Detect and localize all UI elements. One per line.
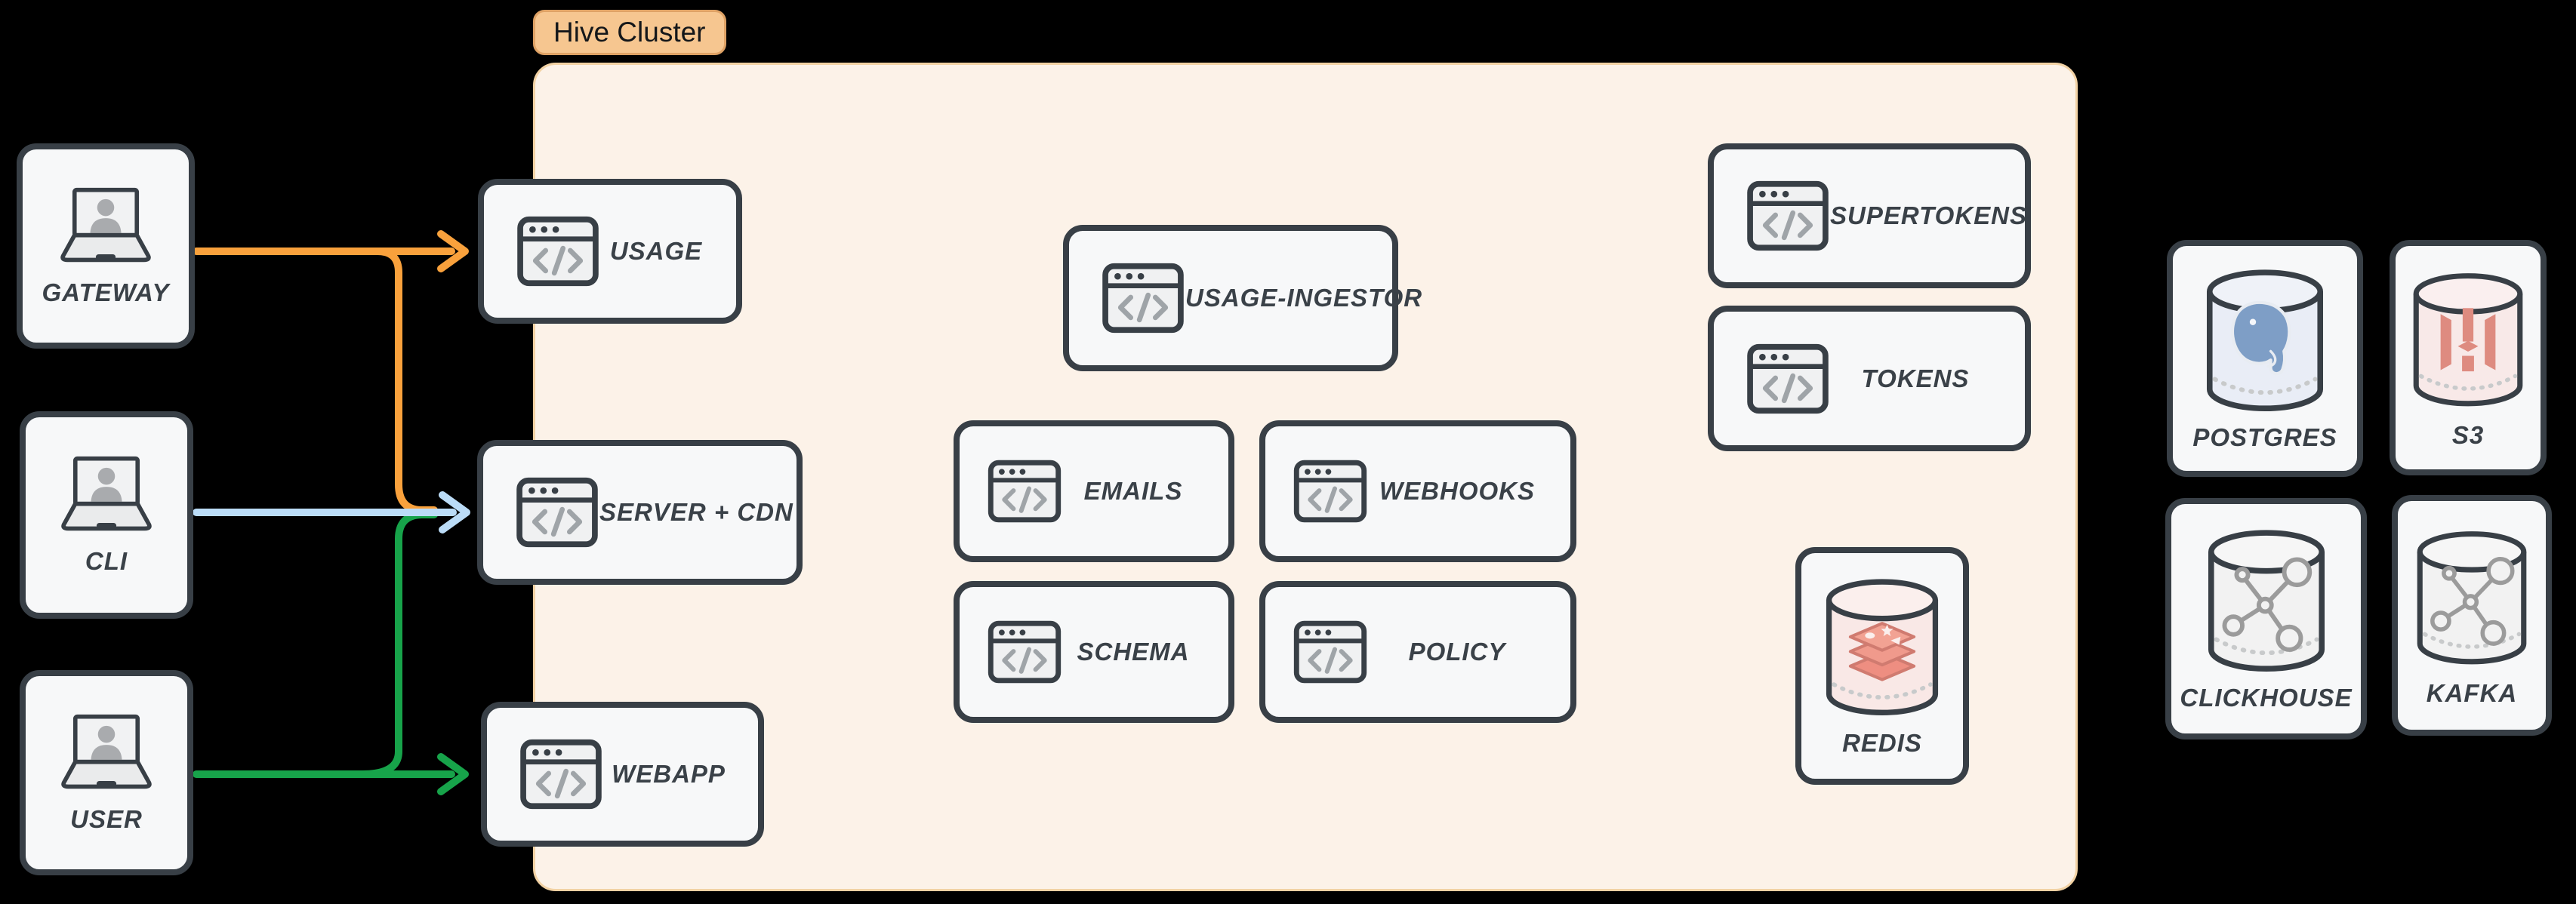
service-node-usage: USAGE <box>478 179 742 324</box>
service-node-supertokens: SUPERTOKENS <box>1708 143 2031 288</box>
edge-user-server-branch <box>359 511 438 778</box>
laptop-user-icon <box>61 714 152 789</box>
service-label-webapp: WEBAPP <box>612 760 726 788</box>
service-node-policy: POLICY <box>1259 581 1576 723</box>
s3-bucket-icon <box>2440 308 2496 372</box>
code-window-icon <box>517 216 599 287</box>
s3-db-icon <box>2413 273 2523 407</box>
client-card-user: USER <box>20 670 193 875</box>
molecule-icon <box>2430 556 2515 646</box>
code-window-icon <box>1293 620 1367 684</box>
service-node-server-cdn: SERVER + CDN <box>477 440 803 585</box>
db-card-clickhouse: CLICKHOUSE <box>2165 498 2367 739</box>
service-label-redis: REDIS <box>1842 729 1922 757</box>
clickhouse-db-icon <box>2208 530 2325 672</box>
service-node-schema: SCHEMA <box>954 581 1234 723</box>
service-label-webhooks: WEBHOOKS <box>1379 477 1535 505</box>
db-label-postgres: POSTGRES <box>2192 423 2337 451</box>
code-window-icon <box>1102 263 1184 334</box>
code-window-icon <box>1747 343 1829 414</box>
arrowhead-webapp <box>437 753 469 795</box>
edge-gateway-server-branch <box>374 248 438 514</box>
db-card-postgres: POSTGRES <box>2167 240 2363 477</box>
service-node-usage-ingestor: USAGE-INGESTOR <box>1063 225 1422 371</box>
service-node-tokens: TOKENS <box>1708 306 2031 451</box>
service-node-redis: REDIS <box>1795 547 1969 785</box>
laptop-user-icon <box>60 187 151 262</box>
service-label-schema: SCHEMA <box>1077 638 1190 666</box>
redis-stack-icon <box>1848 622 1916 681</box>
client-label-gateway: GATEWAY <box>42 278 170 306</box>
service-label-emails: EMAILS <box>1083 477 1183 505</box>
service-label-policy: POLICY <box>1408 638 1506 666</box>
code-window-icon <box>1293 460 1367 523</box>
postgres-elephant-icon <box>2230 300 2291 376</box>
service-label-tokens: TOKENS <box>1861 364 1970 392</box>
redis-db-icon <box>1826 579 1939 715</box>
code-window-icon <box>520 739 602 810</box>
arrowhead-server <box>439 491 470 533</box>
kafka-db-icon <box>2417 530 2527 664</box>
client-label-cli: CLI <box>85 547 128 575</box>
service-label-supertokens: SUPERTOKENS <box>1830 201 2028 229</box>
db-label-clickhouse: CLICKHOUSE <box>2180 684 2353 712</box>
client-label-user: USER <box>70 804 143 833</box>
cluster-label-chip: Hive Cluster <box>533 10 726 55</box>
client-card-gateway: GATEWAY <box>17 143 195 349</box>
laptop-user-icon <box>61 456 152 531</box>
code-window-icon <box>516 477 598 548</box>
db-card-s3: S3 <box>2390 240 2547 475</box>
db-card-kafka: KAFKA <box>2392 495 2552 736</box>
service-label-usage-ingestor: USAGE-INGESTOR <box>1185 284 1423 312</box>
db-label-s3: S3 <box>2451 421 2485 449</box>
client-card-cli: CLI <box>20 411 193 619</box>
cluster-label: Hive Cluster <box>553 17 706 48</box>
service-node-emails: EMAILS <box>954 420 1234 562</box>
code-window-icon <box>988 460 1062 523</box>
code-window-icon <box>1747 180 1829 251</box>
code-window-icon <box>988 620 1062 684</box>
service-label-server-cdn: SERVER + CDN <box>599 498 793 526</box>
service-node-webapp: WEBAPP <box>481 702 764 847</box>
molecule-icon <box>2222 557 2312 652</box>
service-label-usage: USAGE <box>609 237 703 265</box>
arrowhead-usage <box>437 230 469 272</box>
postgres-db-icon <box>2206 269 2324 411</box>
db-label-kafka: KAFKA <box>2426 678 2518 707</box>
service-node-webhooks: WEBHOOKS <box>1259 420 1576 562</box>
